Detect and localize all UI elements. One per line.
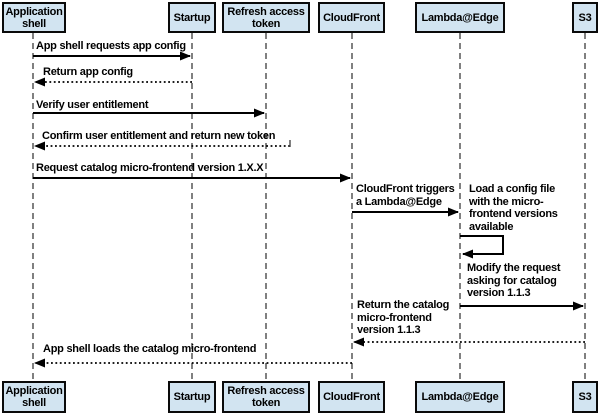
message-label-load-catalog: App shell loads the catalog micro-fronte… [43,343,257,355]
arrow-self-load-config [460,235,504,259]
message-label-load-config: Load a config file with the micro-fronte… [469,183,558,233]
actor-bottom-s3: S3 [572,381,598,413]
actor-bottom-startup: Startup [168,381,216,413]
actor-bottom-cloudfront: CloudFront [318,381,385,413]
actor-top-cloudfront: CloudFront [318,2,385,33]
actor-top-s3: S3 [572,2,598,33]
actor-bottom-lambda-edge: Lambda@Edge [415,381,505,413]
message-label-confirm-entitlement: Confirm user entitlement and return new … [42,130,276,142]
actor-top-lambda-edge: Lambda@Edge [415,2,505,33]
message-label-request-app-config: App shell requests app config [36,40,186,52]
message-label-modify-request: Modify the request asking for catalog ve… [467,262,561,299]
message-label-return-catalog: Return the catalog micro-frontend versio… [357,299,450,336]
actor-top-application-shell: Application shell [2,2,66,33]
actor-top-startup: Startup [168,2,216,33]
message-label-verify-entitlement: Verify user entitlement [36,99,149,111]
actor-top-refresh-access-token: Refresh access token [222,2,310,33]
message-label-trigger-lambda: CloudFront triggers a Lambda@Edge [356,183,455,208]
message-label-request-catalog: Request catalog micro-frontend version 1… [36,162,264,174]
actor-bottom-refresh-access-token: Refresh access token [222,381,310,413]
message-label-return-app-config: Return app config [43,66,133,78]
actor-bottom-application-shell: Application shell [2,381,66,413]
